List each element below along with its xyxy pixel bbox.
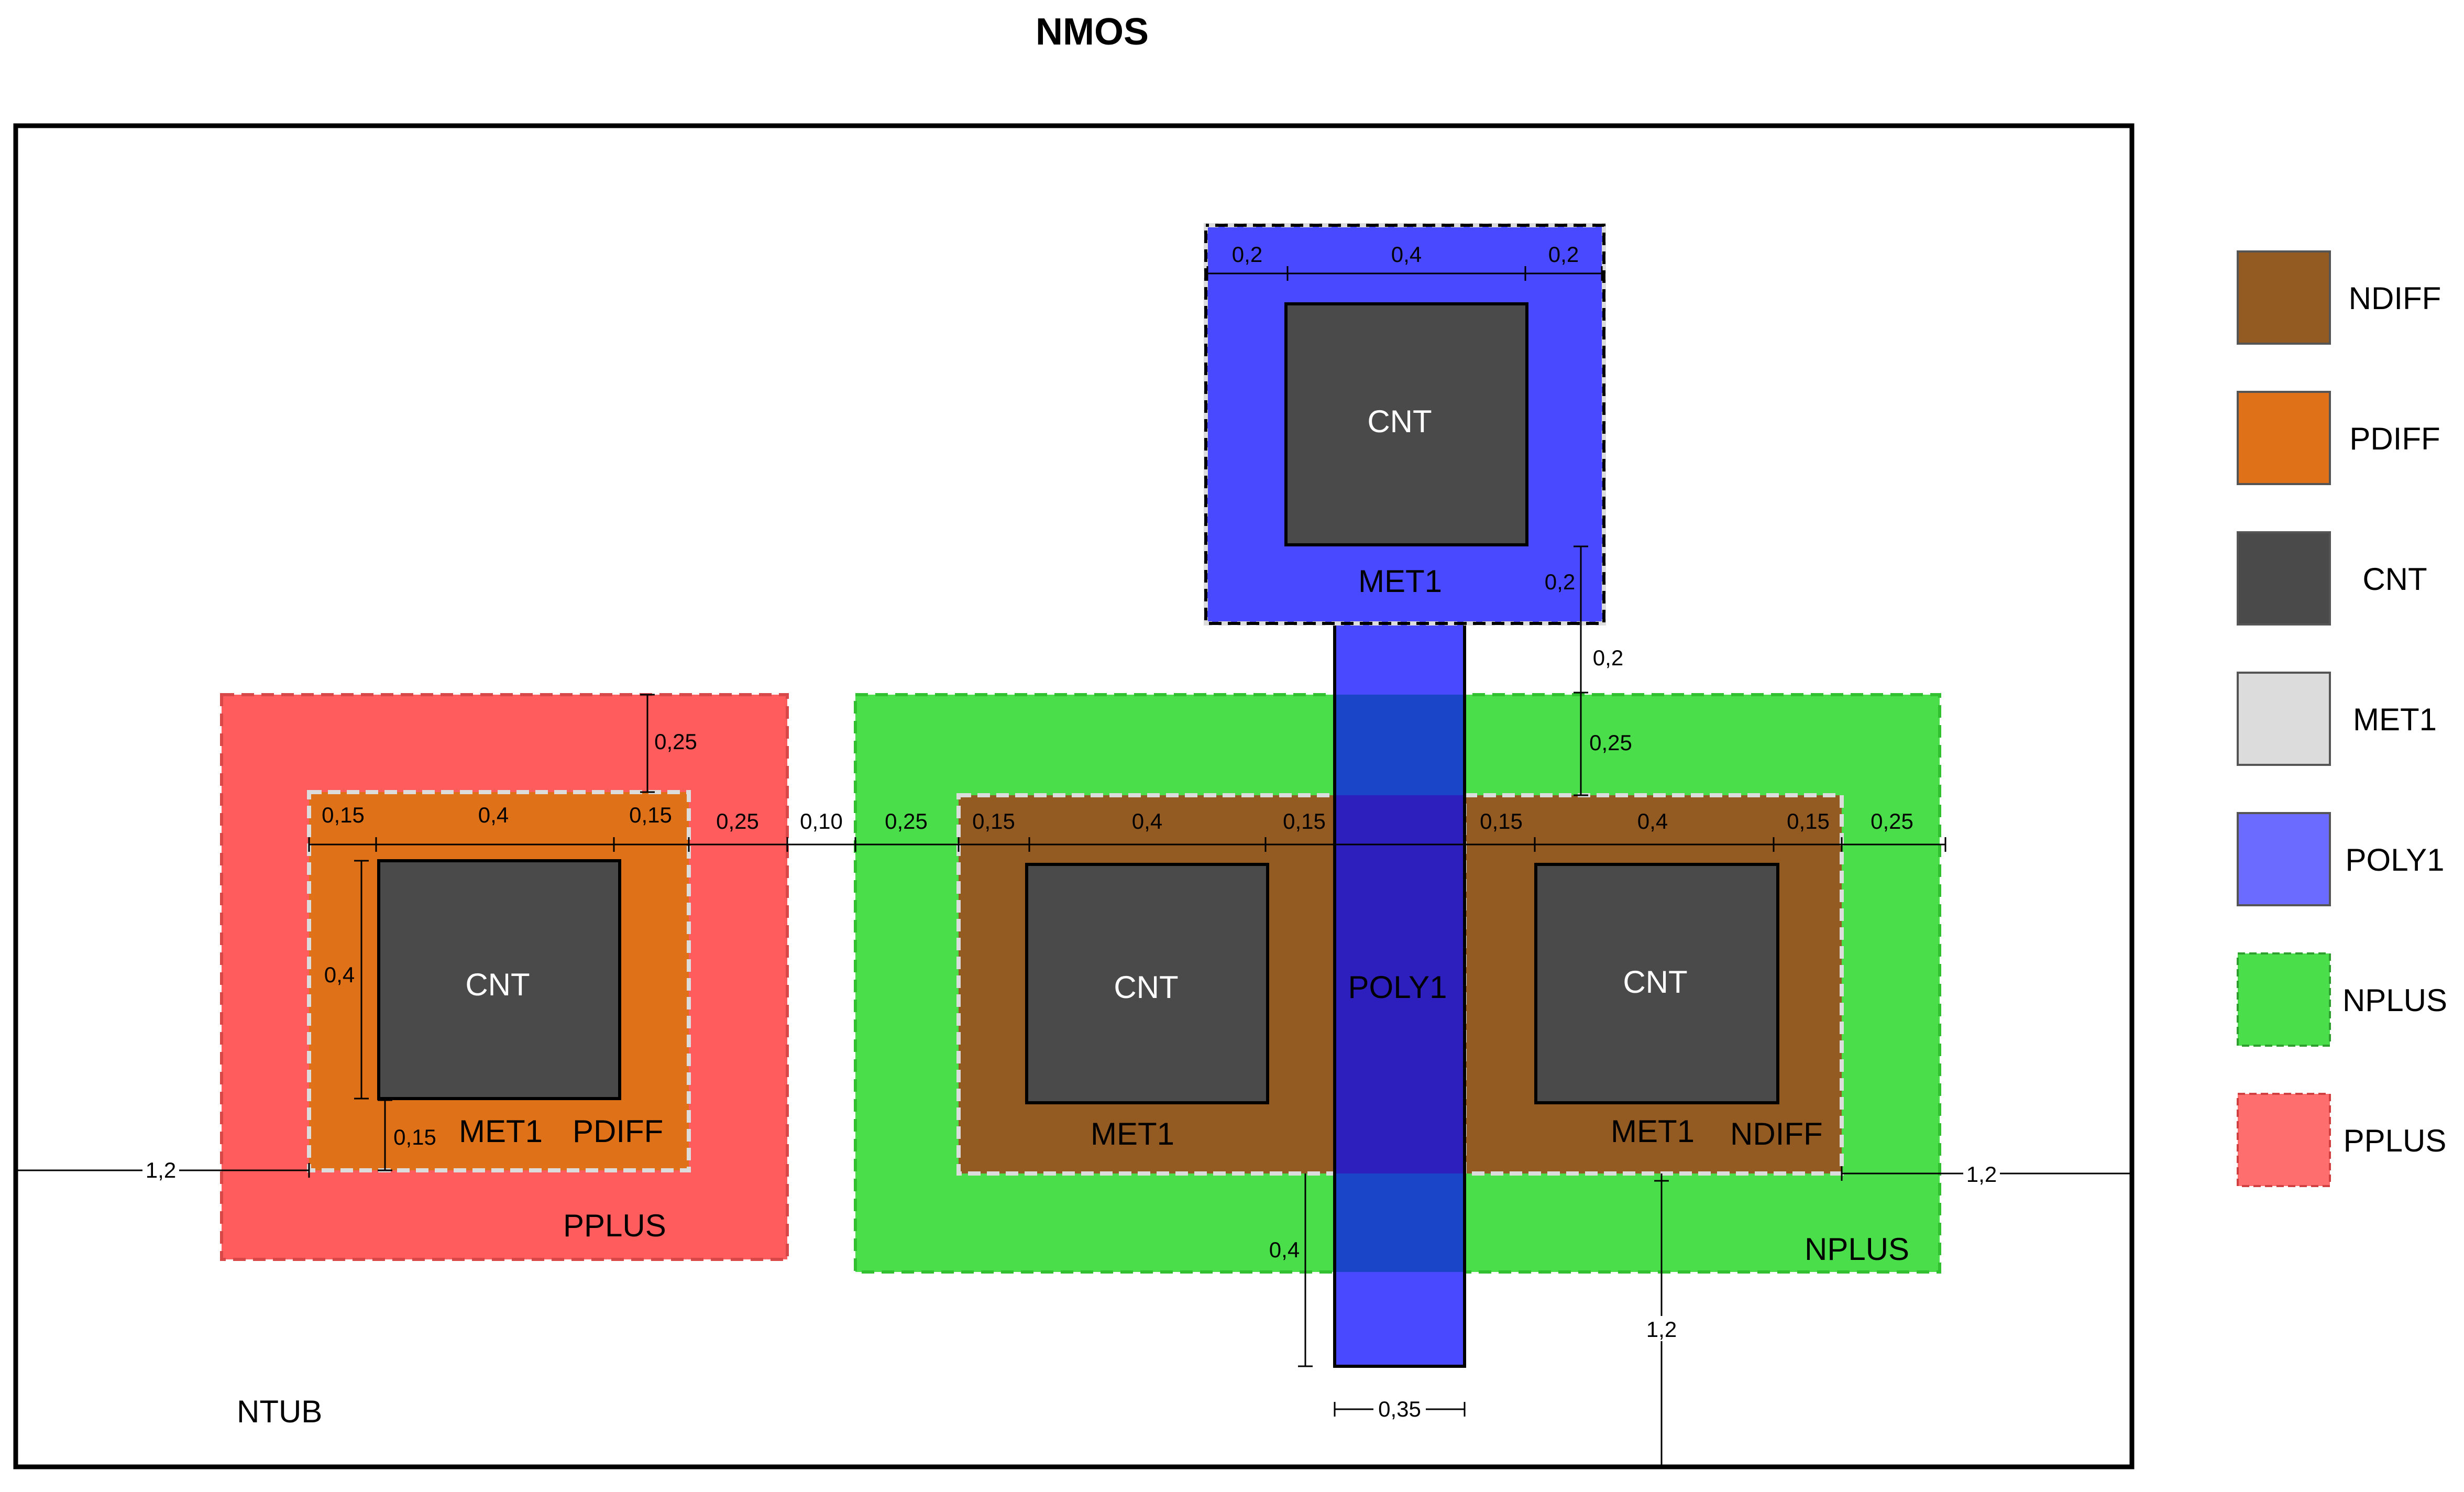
cnt-left [377, 859, 621, 1100]
nplus-label: NPLUS [1805, 1232, 1909, 1267]
dim-nplus-enclosure-left-label: 0,25 [885, 809, 928, 833]
legend-label-pdiff: PDIFF [2349, 421, 2440, 456]
met1-mid-label: MET1 [1091, 1116, 1174, 1151]
pplus-label: PPLUS [563, 1208, 666, 1243]
met1-top-label: MET1 [1358, 564, 1442, 599]
legend-swatch-poly1 [2237, 812, 2331, 906]
poly1-label: POLY1 [1348, 970, 1447, 1005]
dim-row-chain: 0,15 0,4 0,15 0,25 0,10 0,25 0,15 0,4 0,… [308, 803, 1946, 852]
dim-right-ntub-spacing: 1,2 [1841, 1162, 2132, 1187]
dim-bottom-ntub-spacing: 1,2 [1643, 1173, 1680, 1467]
dim-poly-extension: 0,4 [1269, 1173, 1313, 1367]
dim-pad-enclosure-vertical: 0,2 [1545, 545, 1588, 621]
cnt-left-label: CNT [465, 967, 530, 1002]
dim-left-ntub-spacing: 1,2 [16, 1158, 310, 1182]
dim-top-pad-width: 0,2 0,4 0,2 [1206, 242, 1603, 281]
dim-ndiff-met1-right-label: 0,15 [1787, 809, 1830, 833]
legend-label-poly1: POLY1 [2346, 842, 2445, 877]
dim-cnt-left-height: 0,4 [324, 860, 369, 1100]
dim-right-ntub-label: 1,2 [1966, 1162, 1997, 1187]
dim-bottom-ntub-label: 1,2 [1646, 1317, 1677, 1342]
dim-cnt-to-poly-label: 0,15 [1283, 809, 1326, 833]
cnt-right [1534, 863, 1779, 1104]
poly1-over-nplus-top [1336, 695, 1463, 795]
legend-swatch-ndiff [2237, 250, 2331, 345]
dim-met1-bottom-left: 0,15 [378, 1099, 436, 1171]
dim-pdiff-met1-right-label: 0,15 [629, 803, 672, 827]
dim-met1-bottom-left-label: 0,15 [393, 1125, 436, 1149]
cnt-top [1284, 302, 1528, 546]
legend-label-cnt: CNT [2362, 562, 2427, 597]
dim-nplus-enclosure-right-label: 0,25 [1871, 809, 1913, 833]
dim-cnt-right-label: 0,4 [1637, 809, 1668, 833]
legend-swatch-nplus [2237, 952, 2331, 1047]
legend-label-pplus: PPLUS [2344, 1123, 2447, 1158]
ntub-label: NTUB [237, 1394, 322, 1429]
dim-poly-extension-label: 0,4 [1269, 1237, 1300, 1262]
dim-poly-to-cnt-label: 0,15 [1480, 809, 1523, 833]
legend-swatch-pplus [2237, 1093, 2331, 1187]
dim-top-mid-label: 0,4 [1391, 242, 1422, 267]
legend-label-ndiff: NDIFF [2349, 281, 2441, 316]
dim-top-right-label: 0,2 [1548, 242, 1579, 267]
poly1-pad-outline [1204, 224, 1605, 625]
dim-cnt-left-label: 0,4 [478, 803, 509, 827]
dim-pdiff-met1-left-label: 0,15 [322, 803, 365, 827]
dim-pad-to-ndiff-vertical: 0,2 0,25 [1574, 621, 1632, 796]
dim-cnt-mid-label: 0,4 [1132, 809, 1162, 833]
poly1-over-nplus-bottom [1336, 1173, 1463, 1272]
legend-label-met1: MET1 [2353, 702, 2437, 737]
dim-nplus-to-ndiff-label: 0,25 [1589, 730, 1632, 755]
cnt-mid-label: CNT [1114, 970, 1178, 1005]
diagram-title: NMOS [1036, 11, 1149, 53]
dim-left-ntub-label: 1,2 [146, 1158, 176, 1182]
pdiff-label: PDIFF [573, 1114, 663, 1149]
poly1-over-ndiff [1336, 795, 1463, 1173]
dim-top-left-label: 0,2 [1232, 242, 1262, 267]
dim-pplus-top-label: 0,25 [654, 729, 697, 754]
ntub-boundary [13, 123, 2135, 1469]
dim-pad-to-nplus-label: 0,2 [1593, 645, 1623, 670]
met1-left-outline [307, 790, 691, 1172]
cnt-top-label: CNT [1367, 404, 1432, 439]
met1-left-label: MET1 [459, 1114, 543, 1149]
dim-cnt-left-height-label: 0,4 [324, 962, 355, 987]
dim-poly-width-label: 0,35 [1378, 1397, 1421, 1421]
legend-swatch-pdiff [2237, 391, 2331, 485]
dim-pplus-top-vertical: 0,25 [640, 694, 697, 793]
dim-pad-enclosure-label: 0,2 [1545, 569, 1575, 594]
cnt-mid [1025, 863, 1269, 1104]
ndiff-label: NDIFF [1730, 1116, 1823, 1151]
legend-swatch-cnt [2237, 531, 2331, 626]
dim-pplus-nplus-gap-label: 0,10 [800, 809, 843, 833]
dim-ndiff-met1-left-label: 0,15 [972, 809, 1015, 833]
cnt-right-label: CNT [1623, 964, 1687, 1000]
met1-right-label: MET1 [1611, 1114, 1695, 1149]
legend-label-nplus: NPLUS [2342, 983, 2447, 1018]
dim-pplus-enclosure-label: 0,25 [716, 809, 759, 833]
dim-poly-width: 0,35 [1334, 1397, 1466, 1421]
legend-swatch-met1 [2237, 672, 2331, 766]
